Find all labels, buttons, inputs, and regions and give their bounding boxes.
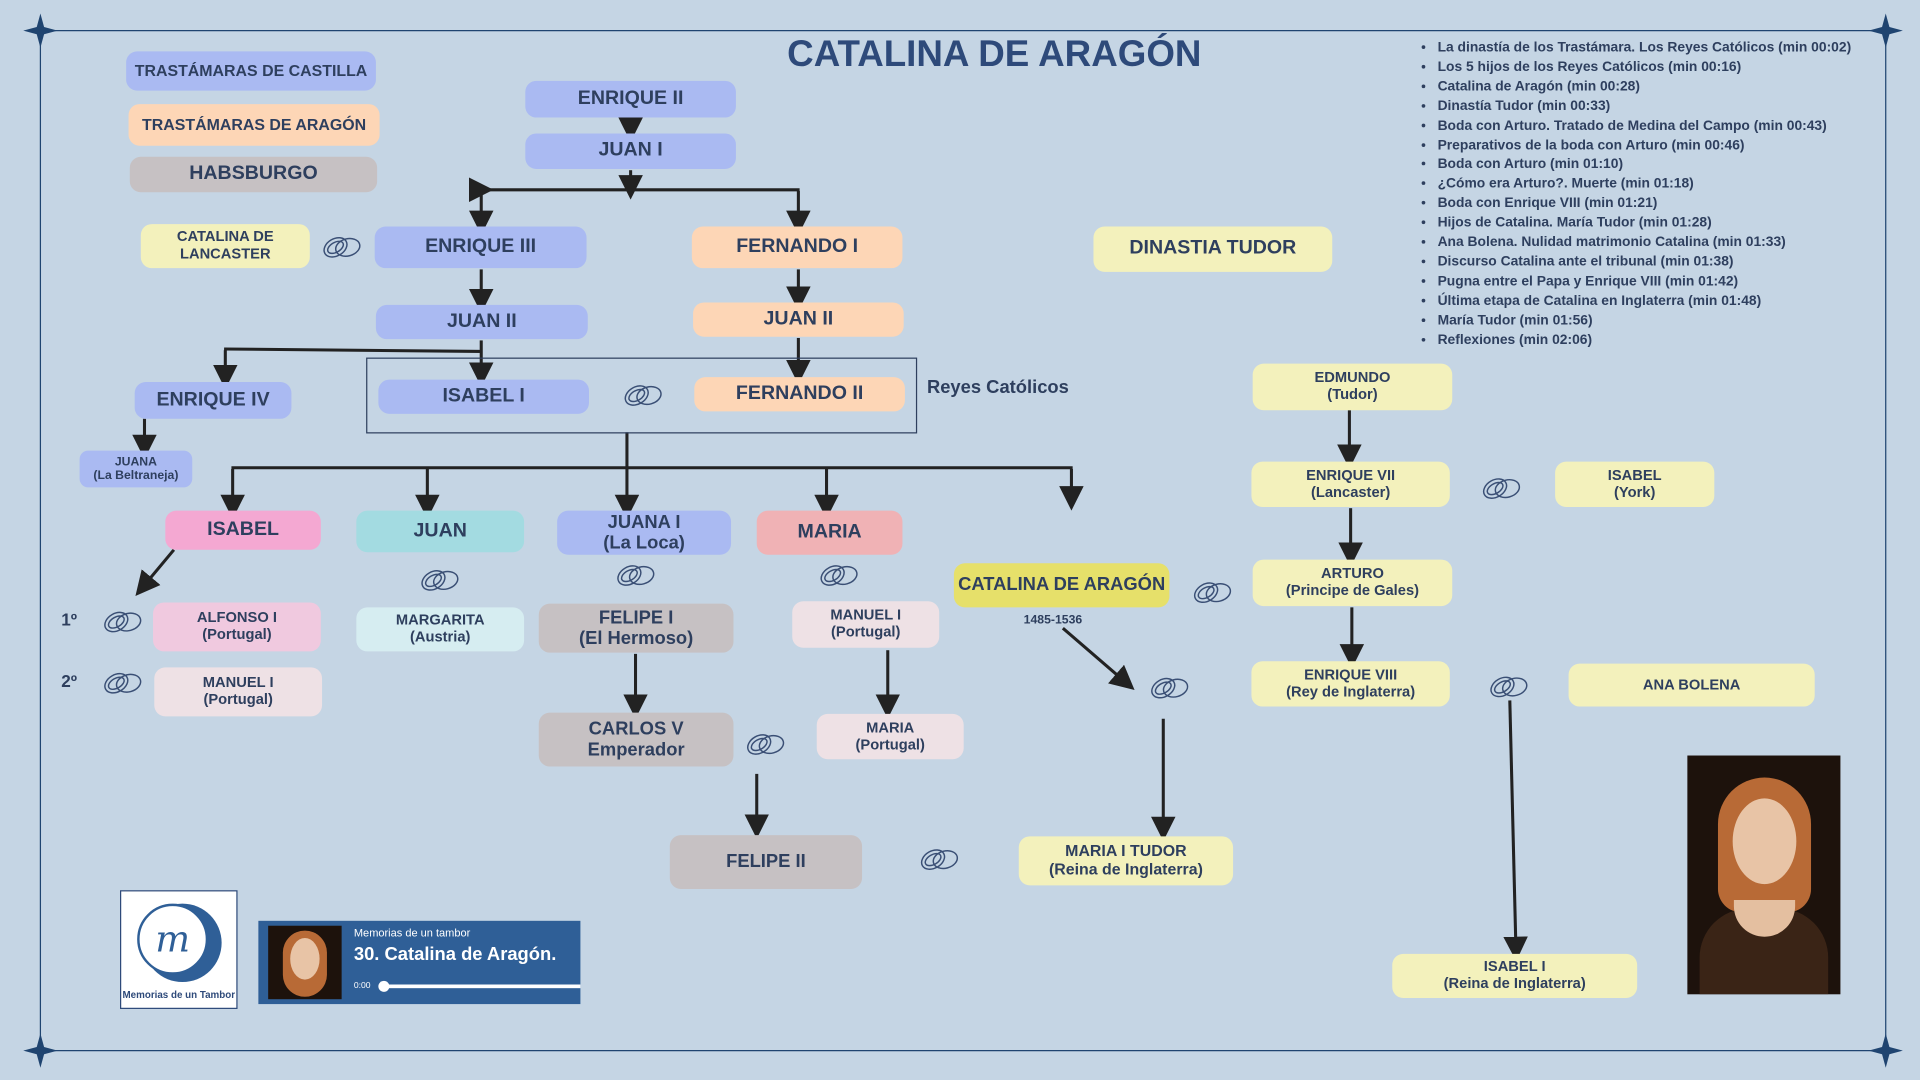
- node-enrique-viii: ENRIQUE VIII (Rey de Inglaterra): [1251, 661, 1450, 707]
- episode-item[interactable]: Preparativos de la boda con Arturo (min …: [1438, 137, 1852, 156]
- node-enrique-iv: ENRIQUE IV: [134, 382, 292, 419]
- episode-item[interactable]: Discurso Catalina ante el tribunal (min …: [1438, 253, 1852, 272]
- legend-aragon: TRASTÁMARAS DE ARAGÓN: [128, 104, 380, 146]
- wedding-rings-icon: [615, 561, 657, 590]
- node-maria-i-tudor: MARIA I TUDOR (Reina de Inglaterra): [1018, 836, 1234, 886]
- legend-castilla: TRASTÁMARAS DE CASTILLA: [126, 51, 376, 91]
- node-enrique-ii: ENRIQUE II: [525, 80, 736, 118]
- wedding-rings-icon: [102, 669, 144, 698]
- episode-item[interactable]: La dinastía de los Trastámara. Los Reyes…: [1438, 39, 1852, 58]
- episode-item[interactable]: María Tudor (min 01:56): [1438, 312, 1852, 331]
- catalina-portrait: [1687, 755, 1841, 995]
- node-margarita: MARGARITA (Austria): [356, 607, 525, 652]
- page-title: CATALINA DE ARAGÓN: [787, 34, 1202, 75]
- episode-item[interactable]: Pugna entre el Papa y Enrique VIII (min …: [1438, 273, 1852, 292]
- wedding-rings-icon: [744, 730, 786, 759]
- episode-list: La dinastía de los Trastámara. Los Reyes…: [1418, 39, 1852, 351]
- wedding-rings-icon: [1149, 673, 1191, 702]
- node-arturo: ARTURO (Principe de Gales): [1252, 559, 1453, 607]
- episode-item[interactable]: Hijos de Catalina. María Tudor (min 01:2…: [1438, 214, 1852, 233]
- node-juan-ii-aragon: JUAN II: [693, 302, 904, 337]
- episode-item[interactable]: Dinastía Tudor (min 00:33): [1438, 98, 1852, 117]
- episode-item[interactable]: Boda con Enrique VIII (min 01:21): [1438, 195, 1852, 214]
- dinastia-tudor-heading: DINASTIA TUDOR: [1093, 226, 1333, 272]
- node-fernando-ii: FERNANDO II: [694, 377, 905, 412]
- node-isabel-i: ISABEL I: [378, 379, 589, 414]
- wedding-rings-icon: [419, 566, 461, 595]
- wedding-rings-icon: [321, 233, 363, 262]
- node-enrique-iii: ENRIQUE III: [374, 226, 587, 269]
- node-juana-beltraneja: JUANA (La Beltraneja): [79, 450, 193, 488]
- node-enrique-vii: ENRIQUE VII (Lancaster): [1251, 461, 1450, 507]
- episode-item[interactable]: Reflexiones (min 02:06): [1438, 331, 1852, 350]
- node-edmundo: EDMUNDO (Tudor): [1252, 363, 1453, 411]
- time-elapsed: 0:00: [353, 982, 371, 991]
- episode-thumbnail: [268, 925, 342, 1000]
- reyes-catolicos-label: Reyes Católicos: [926, 377, 1069, 398]
- catalina-years: 1485-1536: [1023, 613, 1083, 627]
- node-catalina-aragon: CATALINA DE ARAGÓN: [953, 563, 1170, 608]
- node-manuel-i-maria: MANUEL I (Portugal): [792, 601, 940, 648]
- legend-habsburgo: HABSBURGO: [129, 156, 378, 193]
- node-maria: MARIA: [756, 510, 903, 555]
- node-manuel-i-isabel: MANUEL I (Portugal): [154, 667, 323, 717]
- progress-handle[interactable]: [378, 980, 390, 992]
- node-ana-bolena: ANA BOLENA: [1568, 663, 1815, 707]
- episode-item[interactable]: Los 5 hijos de los Reyes Católicos (min …: [1438, 59, 1852, 78]
- podcast-name: Memorias de un tambor: [353, 926, 471, 940]
- node-juan-i: JUAN I: [525, 133, 736, 169]
- node-maria-portugal: MARIA (Portugal): [816, 713, 964, 760]
- node-isabel-york: ISABEL (York): [1555, 461, 1715, 507]
- ordinal-second: 2º: [61, 671, 78, 691]
- node-juan-ii-castilla: JUAN II: [375, 304, 588, 340]
- node-isabel: ISABEL: [165, 510, 321, 550]
- wedding-rings-icon: [1191, 578, 1233, 607]
- episode-item[interactable]: Boda con Arturo. Tratado de Medina del C…: [1438, 117, 1852, 136]
- ordinal-first: 1º: [61, 609, 78, 630]
- episode-item[interactable]: Boda con Arturo (min 01:10): [1438, 156, 1852, 175]
- node-isabel-i-reina: ISABEL I (Reina de Inglaterra): [1392, 953, 1638, 998]
- episode-item[interactable]: Catalina de Aragón (min 00:28): [1438, 78, 1852, 97]
- node-catalina-lancaster: CATALINA DE LANCASTER: [140, 224, 310, 269]
- episode-item[interactable]: Ana Bolena. Nulidad matrimonio Catalina …: [1438, 234, 1852, 253]
- node-felipe-ii: FELIPE II: [669, 835, 863, 889]
- memorias-logo[interactable]: m Memorias de un Tambor: [120, 890, 238, 1009]
- node-alfonso-i: ALFONSO I (Portugal): [153, 602, 321, 652]
- wedding-rings-icon: [622, 381, 664, 410]
- wedding-rings-icon: [1488, 672, 1530, 701]
- wedding-rings-icon: [1480, 474, 1522, 503]
- reyes-catolicos-frame: [366, 357, 918, 434]
- audio-player[interactable]: Memorias de un tambor 30. Catalina de Ar…: [258, 920, 581, 1005]
- node-carlos-v: CARLOS V Emperador: [538, 712, 734, 767]
- progress-track[interactable]: [380, 984, 581, 989]
- wedding-rings-icon: [818, 561, 860, 590]
- logo-m-icon: m: [137, 903, 209, 975]
- episode-title: 30. Catalina de Aragón.: [353, 944, 557, 965]
- node-juana-i: JUANA I (La Loca): [557, 510, 732, 555]
- node-felipe-i: FELIPE I (El Hermoso): [538, 603, 734, 653]
- node-juan: JUAN: [356, 510, 525, 553]
- wedding-rings-icon: [102, 607, 144, 636]
- logo-caption: Memorias de un Tambor: [122, 989, 236, 1001]
- episode-item[interactable]: ¿Cómo era Arturo?. Muerte (min 01:18): [1438, 176, 1852, 195]
- wedding-rings-icon: [918, 845, 960, 874]
- episode-item[interactable]: Última etapa de Catalina en Inglaterra (…: [1438, 292, 1852, 311]
- node-fernando-i: FERNANDO I: [691, 226, 903, 269]
